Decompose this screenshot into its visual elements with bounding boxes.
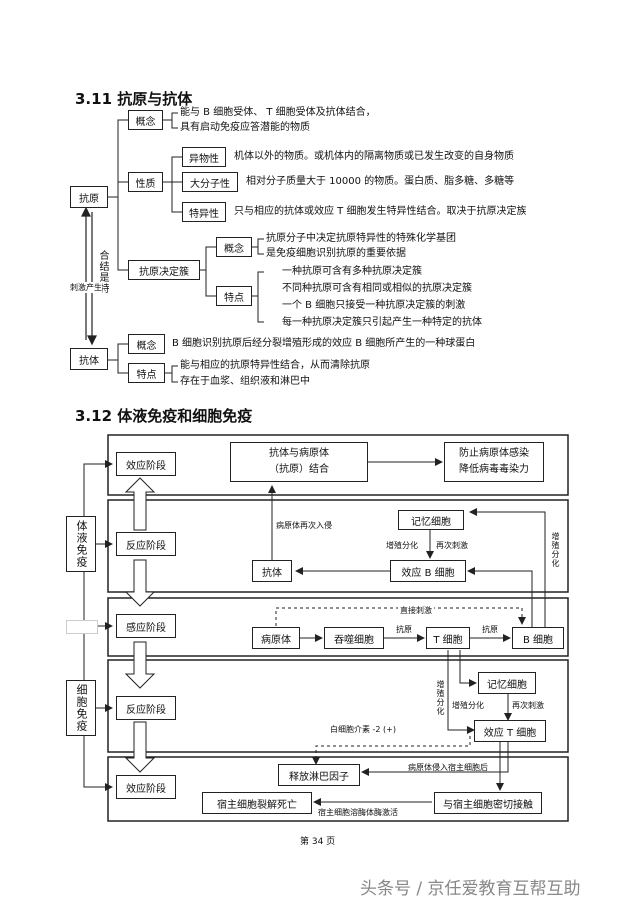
antigen-label-1: 抗原	[396, 625, 412, 634]
determinant-box: 抗原决定簇	[128, 260, 200, 280]
antibody-concept-box: 概念	[128, 334, 165, 354]
antigen-concept-line2: 具有启动免疫应答潜能的物质	[180, 122, 310, 133]
prevent-line1: 防止病原体感染	[459, 448, 529, 459]
watermark: 头条号 / 京任爱教育互帮互助	[360, 879, 581, 899]
antibody-pathogen-box: 抗体与病原体 （抗原）结合	[230, 442, 368, 482]
determinant-feature-3: 一个 B 细胞只接受一种抗原决定簇的刺激	[282, 300, 466, 311]
antibody-box: 抗体	[70, 348, 108, 370]
antigen-concept-line1: 能与 B 细胞受体、 T 细胞受体及抗体结合，	[180, 107, 376, 118]
effector-t-box: 效应 T 细胞	[474, 720, 546, 742]
t-cell-box: T 细胞	[426, 627, 470, 649]
macro-desc: 相对分子质量大于 10000 的物质。蛋白质、脂多糖、多糖等	[246, 176, 515, 187]
section-title-3-11: 3.11 抗原与抗体	[75, 90, 193, 108]
pathogen-enter-host-label: 病原体侵入宿主细胞后	[408, 763, 488, 772]
prolif-diff-label: 增殖分化	[386, 541, 418, 550]
contact-host-box: 与宿主细胞密切接触	[434, 792, 542, 814]
memory-cell-2-box: 记忆细胞	[478, 672, 536, 694]
stage-effect-2: 效应阶段	[116, 775, 176, 799]
specific-box: 特异性	[182, 202, 226, 222]
direct-stim-label: 直接刺激	[398, 605, 434, 616]
phagocyte-box: 吞噬细胞	[324, 627, 384, 649]
cellular-immunity-box: 细胞免疫	[66, 680, 96, 736]
prolif-diff-vertical-1: 增殖分化	[551, 532, 560, 568]
page-number: 第 34 页	[300, 837, 336, 847]
foreign-box: 异物性	[182, 147, 226, 167]
determinant-feature-1: 一种抗原可含有多种抗原决定簇	[282, 266, 422, 277]
humoral-immunity-box: 体液免疫	[66, 516, 96, 572]
pathogen-reinvade-label: 病原体再次入侵	[276, 521, 332, 530]
antigen-box: 抗原	[70, 186, 108, 208]
determinant-concept-2: 是免疫细胞识别抗原的重要依据	[266, 248, 406, 259]
foreign-desc: 机体以外的物质。或机体内的隔离物质或已发生改变的自身物质	[234, 151, 514, 162]
nature-box: 性质	[128, 172, 163, 192]
antigen-label-2: 抗原	[482, 625, 498, 634]
b-cell-box: B 细胞	[512, 627, 564, 649]
prevent-infection-box: 防止病原体感染 降低病毒毒染力	[444, 442, 544, 482]
stage-react-1: 反应阶段	[116, 532, 176, 556]
determinant-feature-2: 不同种抗原可含有相同或相似的抗原决定簇	[282, 283, 472, 294]
prevent-line2: 降低病毒毒染力	[459, 464, 529, 475]
release-lymphokine-box: 释放淋巴因子	[278, 764, 360, 786]
il2-label: 白细胞介素 -2 (+)	[330, 725, 397, 734]
memory-cell-box: 记忆细胞	[398, 510, 464, 530]
pathogen-box: 病原体	[252, 627, 300, 649]
stage-effect-1: 效应阶段	[116, 452, 176, 476]
antibody-pathogen-line2: （抗原）结合	[269, 464, 329, 475]
antibody-feature-2: 存在于血浆、组织液和淋巴中	[180, 376, 310, 387]
stage-react-2: 反应阶段	[116, 696, 176, 720]
stage-sense: 感应阶段	[116, 614, 176, 638]
macro-box: 大分子性	[182, 172, 238, 192]
restim-2-label: 再次刺激	[512, 701, 544, 710]
antibody-pathogen-line1: 抗体与病原体	[269, 448, 329, 459]
host-die-box: 宿主细胞裂解死亡	[202, 792, 312, 814]
restim-label: 再次刺激	[436, 541, 468, 550]
combine-label: 合结是特	[97, 250, 108, 294]
specific-desc: 只与相应的抗体或效应 T 细胞发生特异性结合。取决于抗原决定族	[234, 206, 527, 217]
antibody-cell-box: 抗体	[252, 560, 292, 582]
antibody-concept-desc: B 细胞识别抗原后经分裂增殖形成的效应 B 细胞所产生的一种球蛋白	[172, 338, 476, 349]
effector-b-box: 效应 B 细胞	[390, 560, 466, 582]
stimulate-label: 刺激产生	[70, 282, 102, 293]
section-title-3-12: 3.12 体液免疫和细胞免疫	[75, 407, 253, 425]
antigen-concept-box: 概念	[128, 110, 163, 130]
antibody-feature-1: 能与相应的抗原特异性结合，从而清除抗原	[180, 360, 370, 371]
determinant-feature-4: 每一种抗原决定簇只引起产生一种特定的抗体	[282, 317, 482, 328]
determinant-concept-1: 抗原分子中决定抗原特异性的特殊化学基团	[266, 233, 456, 244]
determinant-feature-box: 特点	[216, 286, 252, 306]
determinant-concept-box: 概念	[216, 237, 252, 257]
antibody-feature-box: 特点	[128, 363, 165, 383]
empty-marker-box	[66, 620, 98, 634]
prolif-diff-2-label: 增殖分化	[452, 701, 484, 710]
lysosome-label: 宿主细胞溶酶体酶激活	[318, 808, 398, 817]
prolif-diff-vertical-2: 增殖分化	[436, 680, 445, 716]
